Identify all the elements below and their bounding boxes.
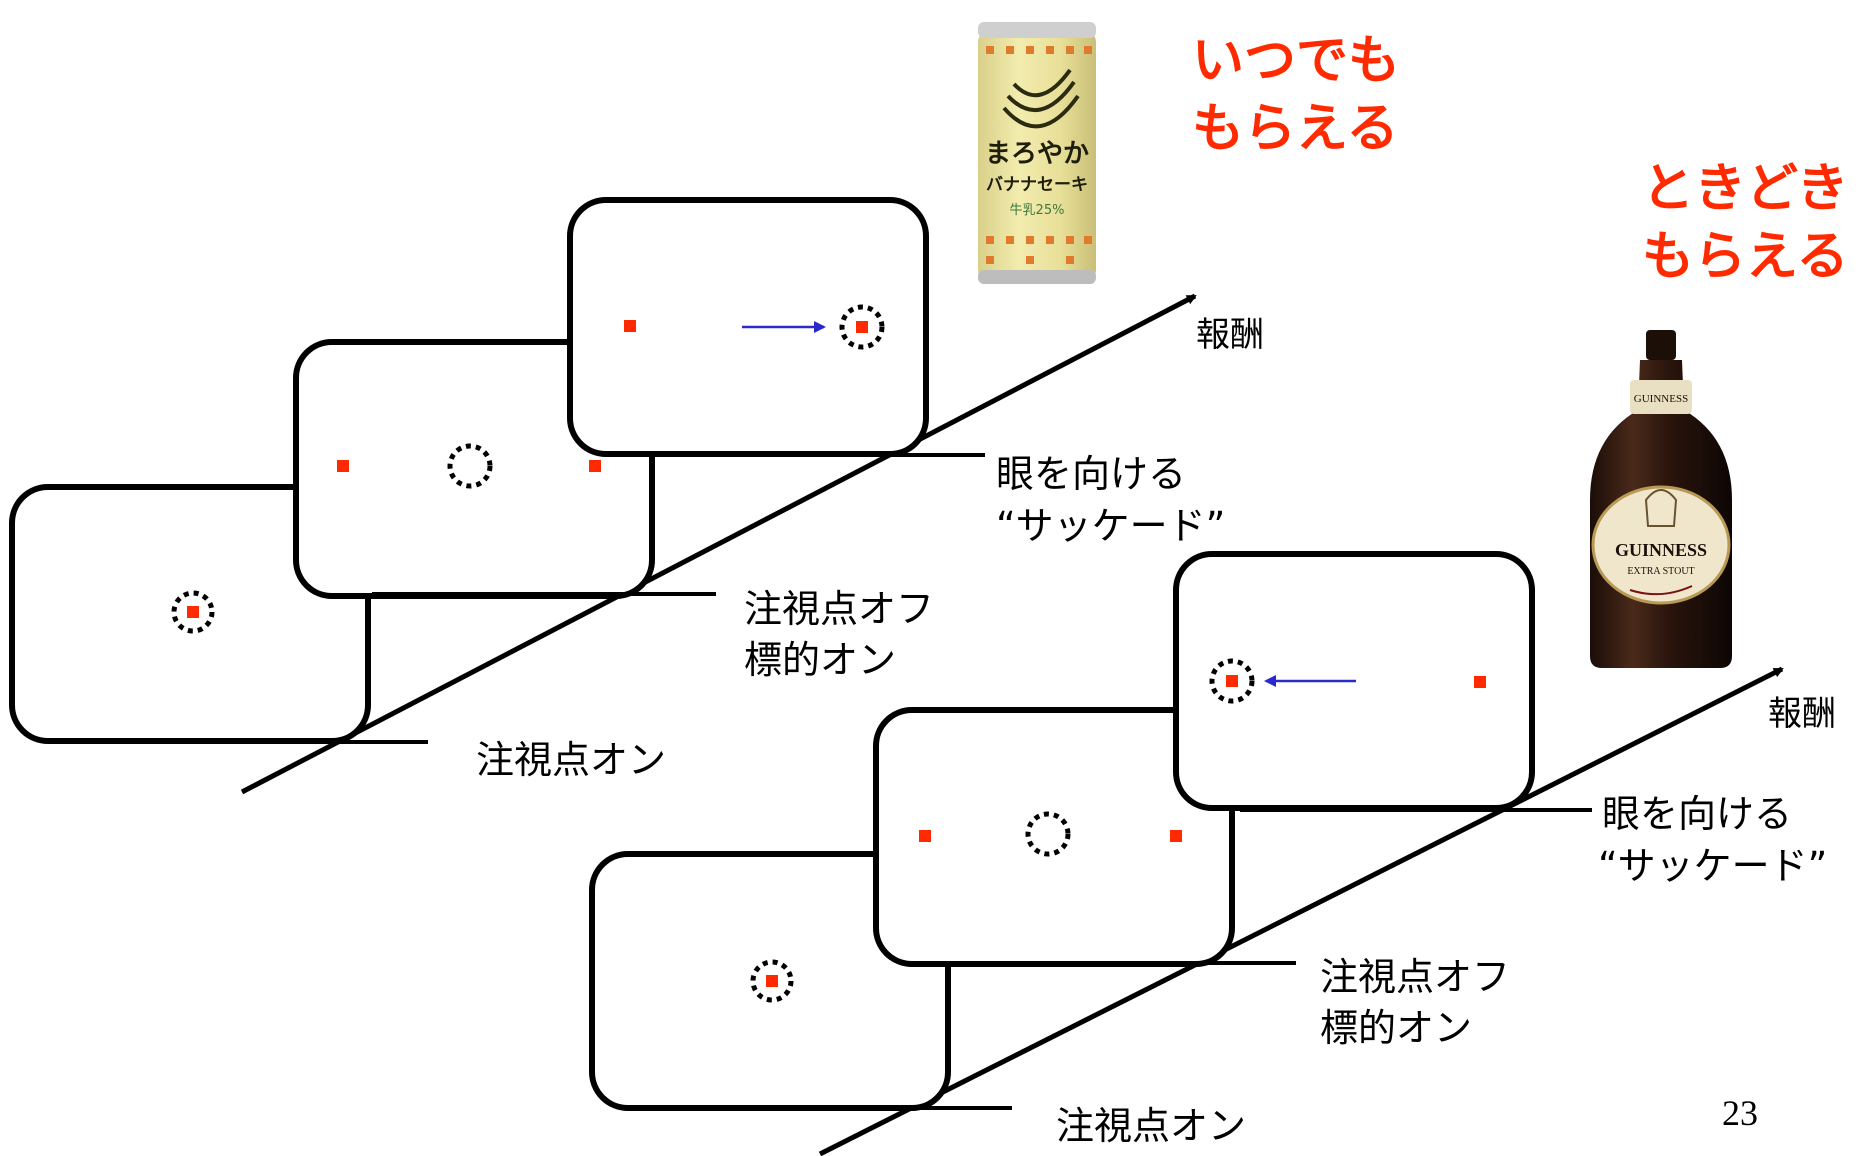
top-label-target-on: 標的オン — [744, 638, 897, 682]
top-saccade-dot-right — [856, 321, 868, 333]
top-label-saccade: “サッケード” — [996, 504, 1226, 548]
bottom-saccade-dot-left — [1226, 675, 1238, 687]
bottle-neck-text: GUINNESS — [1634, 393, 1688, 405]
top-target-dot-left — [337, 460, 349, 472]
top-fixation-circle — [171, 590, 215, 634]
bottom-label-fixation-on: 注視点オン — [1056, 1104, 1247, 1148]
can-text-3: 牛乳25% — [1010, 203, 1065, 218]
bottom-target-dot-right — [1170, 830, 1182, 842]
bottom-label-target-on: 標的オン — [1320, 1006, 1473, 1050]
top-saccade-dot-left — [624, 320, 636, 332]
top-label-fixation-off: 注視点オフ — [744, 587, 935, 631]
can-text-1: まろやか — [985, 139, 1089, 169]
bottom-reward-text-line1: ときどき — [1642, 159, 1849, 219]
bottle-label-brand: GUINNESS — [1615, 540, 1707, 560]
bottom-gaze-circle — [1025, 811, 1071, 857]
bottom-fixation-dot — [766, 975, 778, 987]
bottom-saccade-gaze-circle — [1209, 658, 1255, 704]
bottom-reward-text-line2: もらえる — [1642, 227, 1849, 287]
banana-milk-can-image: まろやか バナナセーキ 牛乳25% — [946, 6, 1130, 296]
bottom-time-axis — [818, 666, 1784, 1156]
top-gaze-circle — [447, 443, 493, 489]
top-label-look: 眼を向ける — [996, 452, 1187, 496]
bottom-target-dot-left — [919, 830, 931, 842]
top-reward-text-line1: いつでも — [1192, 31, 1401, 91]
page-number: 23 — [1722, 1093, 1758, 1133]
bottom-sequence: GUINNESS GUINNESS EXTRA STOUT — [589, 330, 1784, 1156]
top-time-axis — [240, 293, 1197, 795]
bottom-label-saccade: “サッケード” — [1598, 844, 1828, 888]
top-reward-text-line2: もらえる — [1192, 99, 1399, 159]
bottom-label-reward-axis: 報酬 — [1768, 694, 1836, 734]
can-text-2: バナナセーキ — [986, 175, 1088, 195]
bottom-saccade-dot-right — [1474, 676, 1486, 688]
beer-bottle-image: GUINNESS GUINNESS EXTRA STOUT — [1590, 330, 1732, 668]
top-label-fixation-on: 注視点オン — [476, 738, 667, 782]
top-saccade-gaze-circle — [839, 304, 885, 350]
bottle-label-sub: EXTRA STOUT — [1627, 566, 1694, 577]
top-sequence: まろやか バナナセーキ 牛乳25% — [9, 6, 1197, 795]
top-label-reward-axis: 報酬 — [1196, 315, 1264, 355]
bottom-fixation-circle — [750, 959, 794, 1003]
bottom-label-look: 眼を向ける — [1602, 792, 1793, 836]
bottom-label-fixation-off: 注視点オフ — [1320, 955, 1511, 999]
top-fixation-dot — [187, 606, 199, 618]
top-target-dot-right — [589, 460, 601, 472]
